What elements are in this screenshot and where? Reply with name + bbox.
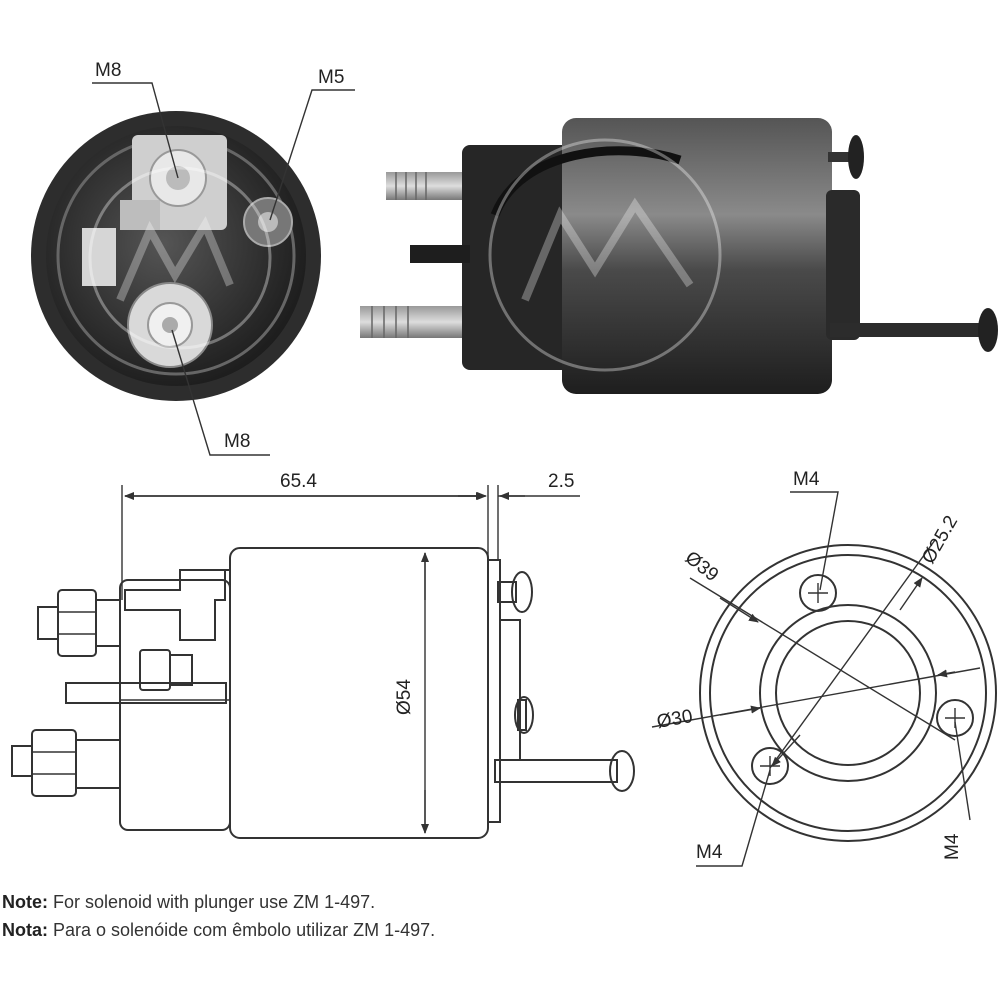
lower-bolt: [360, 306, 465, 338]
tech-side-view: 65.4 2.5 Ø54: [11, 471, 635, 839]
photo-leaders: M8 M5 M8: [92, 60, 355, 456]
dim-outer-diameter: Ø39: [681, 547, 722, 586]
dim-length: 65.4: [280, 471, 317, 492]
note-portuguese: Nota: Para o solenóide com êmbolo utiliz…: [2, 916, 992, 944]
note-english-text: For solenoid with plunger use ZM 1-497.: [48, 892, 376, 912]
label-screw-top: M4: [793, 469, 820, 490]
dim-bolt-circle: Ø25.2: [918, 512, 962, 567]
terminal-cap: [462, 145, 572, 370]
note-english: Note: For solenoid with plunger use ZM 1…: [2, 888, 992, 916]
watermark-ring: [88, 166, 272, 350]
coil-wire: [490, 146, 682, 217]
dim-inner-diameter: Ø30: [655, 706, 694, 733]
tech-cylinder: [229, 547, 489, 839]
end-inner-circle: [759, 604, 937, 782]
tech-plunger: [494, 759, 618, 783]
label-screw-bottom-right: M4: [942, 833, 963, 860]
tech-end-view: Ø25.2 Ø39 Ø30 M4 M4 M4: [651, 469, 997, 867]
plunger-rod: [830, 323, 990, 337]
screw-bottom-right: [936, 699, 974, 737]
end-outer-circle: [699, 544, 997, 842]
back-flange: [826, 190, 860, 340]
solenoid-cylinder: [562, 118, 832, 394]
notes-block: Note: For solenoid with plunger use ZM 1…: [2, 888, 992, 944]
screw-top: [799, 574, 837, 612]
label-screw-bottom-left: M4: [696, 842, 723, 863]
label-bottom-m8: M8: [224, 431, 250, 452]
left-housing: [82, 228, 116, 286]
dim-gap: 2.5: [548, 471, 574, 492]
note-portuguese-key: Nota:: [2, 920, 48, 940]
watermark-zm: [116, 216, 234, 302]
photo-side-body: [360, 118, 998, 394]
photo-end-face: [31, 111, 321, 401]
label-m5: M5: [318, 67, 344, 88]
dim-diameter: Ø54: [394, 679, 415, 715]
note-portuguese-text: Para o solenóide com êmbolo utilizar ZM …: [48, 920, 436, 940]
note-english-key: Note:: [2, 892, 48, 912]
tech-terminal-cap: [119, 579, 231, 831]
label-top-m8: M8: [95, 60, 121, 81]
